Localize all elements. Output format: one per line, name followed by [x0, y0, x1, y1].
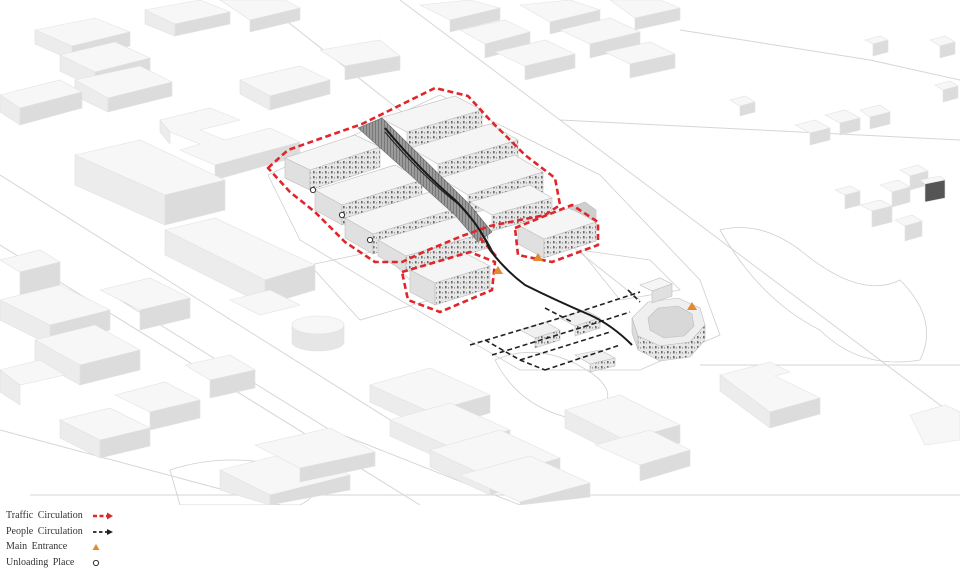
legend-label: Main Entrance	[6, 541, 68, 552]
black-dashed-arrow-icon	[93, 528, 113, 535]
orange-triangle-icon	[92, 544, 100, 550]
site-buildings	[284, 95, 706, 373]
legend-item-unloading: Unloading Place	[6, 557, 206, 573]
axonometric-site-plan	[0, 0, 960, 505]
unloading-place-markers	[309, 186, 374, 244]
context-buildings	[0, 0, 960, 505]
main-pedestrian-spine	[384, 127, 633, 346]
main-entrance-markers	[493, 253, 697, 310]
legend-item-people: People Circulation	[6, 526, 206, 542]
site-grounds	[169, 94, 927, 505]
legend-label: Traffic Circulation	[6, 510, 83, 521]
hollow-circle-icon	[92, 559, 100, 566]
legend-label: People Circulation	[6, 525, 83, 537]
legend: Traffic Circulation People Circulation M…	[6, 510, 206, 572]
legend-item-entrance: Main Entrance	[6, 541, 206, 557]
legend-label: Unloading Place	[6, 556, 75, 568]
legend-item-traffic: Traffic Circulation	[6, 510, 206, 526]
red-dashed-arrow-icon	[93, 512, 113, 520]
people-circulation-routes	[469, 289, 641, 371]
